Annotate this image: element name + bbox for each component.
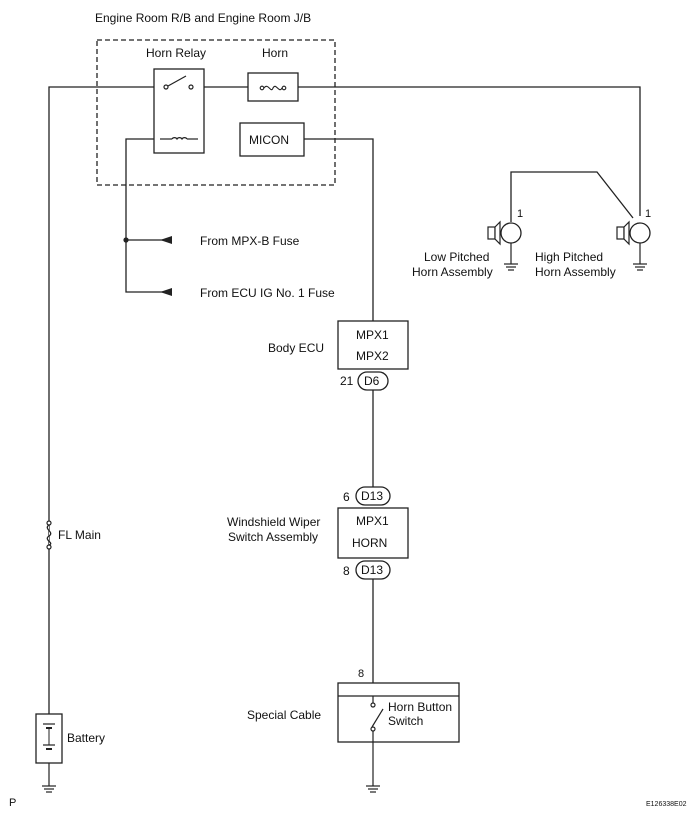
from-ecu-ig-label: From ECU IG No. 1 Fuse	[200, 286, 335, 300]
connector-d6-label: D6	[364, 374, 380, 388]
connector-d13-top	[355, 486, 391, 506]
low-horn-label-2: Horn Assembly	[412, 265, 493, 279]
horn-button-label-1: Horn Button	[388, 700, 452, 714]
connector-d13-bottom-label: D13	[361, 563, 383, 577]
horn-relay-label: Horn Relay	[146, 46, 206, 60]
battery-cell-symbol	[43, 723, 55, 750]
figure-id-label: E126338E02	[646, 801, 687, 808]
pin-8-cable-label: 8	[358, 668, 364, 680]
wiper-mpx1: MPX1	[356, 514, 389, 528]
body-ecu-mpx2: MPX2	[356, 349, 389, 363]
fuse-to-high-horn-wire	[298, 86, 641, 216]
junction-block-title: Engine Room R/B and Engine Room J/B	[95, 11, 311, 25]
high-horn-pin: 1	[645, 208, 651, 220]
low-horn-symbol	[487, 220, 522, 271]
horn-fuse-label: Horn	[262, 46, 288, 60]
arrow-mpxb	[160, 236, 172, 244]
corner-p-label: P	[9, 797, 16, 809]
fl-main-fuse-symbol	[46, 520, 52, 550]
fuse-symbol	[259, 85, 287, 91]
relay-switch-symbol	[163, 75, 194, 90]
wiper-label-2: Switch Assembly	[228, 530, 318, 544]
fl-main-label: FL Main	[58, 528, 101, 542]
special-cable-box	[337, 682, 460, 743]
battery-feed-wire	[48, 86, 154, 714]
micon-to-ecu-wire	[304, 138, 374, 321]
pin-6-label: 6	[343, 490, 350, 504]
body-ecu-box	[337, 320, 409, 370]
junction-block-outline	[96, 39, 336, 186]
body-ecu-label: Body ECU	[268, 341, 324, 355]
arrow-ecu-ig	[160, 288, 172, 296]
switch-ground-symbol	[366, 742, 380, 793]
wiper-label-1: Windshield Wiper	[227, 515, 320, 529]
coil-feed-wire	[125, 138, 170, 293]
wiper-horn: HORN	[352, 536, 387, 550]
horn-button-label-2: Switch	[388, 714, 423, 728]
body-ecu-mpx1: MPX1	[356, 328, 389, 342]
low-horn-pin: 1	[517, 208, 523, 220]
high-horn-label-1: High Pitched	[535, 250, 603, 264]
battery-label: Battery	[67, 731, 105, 745]
special-cable-label: Special Cable	[247, 708, 321, 722]
battery-ground-symbol	[42, 763, 56, 793]
horn-relay	[153, 68, 205, 154]
high-horn-label-2: Horn Assembly	[535, 265, 616, 279]
wire-junction-dot	[123, 237, 129, 243]
high-horn-symbol	[616, 220, 651, 271]
horn-link-wire	[510, 171, 634, 222]
horn-button-switch-symbol	[370, 696, 384, 742]
pin-21-label: 21	[340, 374, 354, 388]
from-mpxb-label: From MPX-B Fuse	[200, 234, 300, 248]
low-horn-label-1: Low Pitched	[424, 250, 489, 264]
pin-8-bottom-label: 8	[343, 564, 350, 578]
relay-coil-symbol	[160, 137, 198, 141]
micon-label: MICON	[249, 133, 289, 147]
wiper-switch-box	[337, 507, 409, 559]
connector-d13-top-label: D13	[361, 489, 383, 503]
